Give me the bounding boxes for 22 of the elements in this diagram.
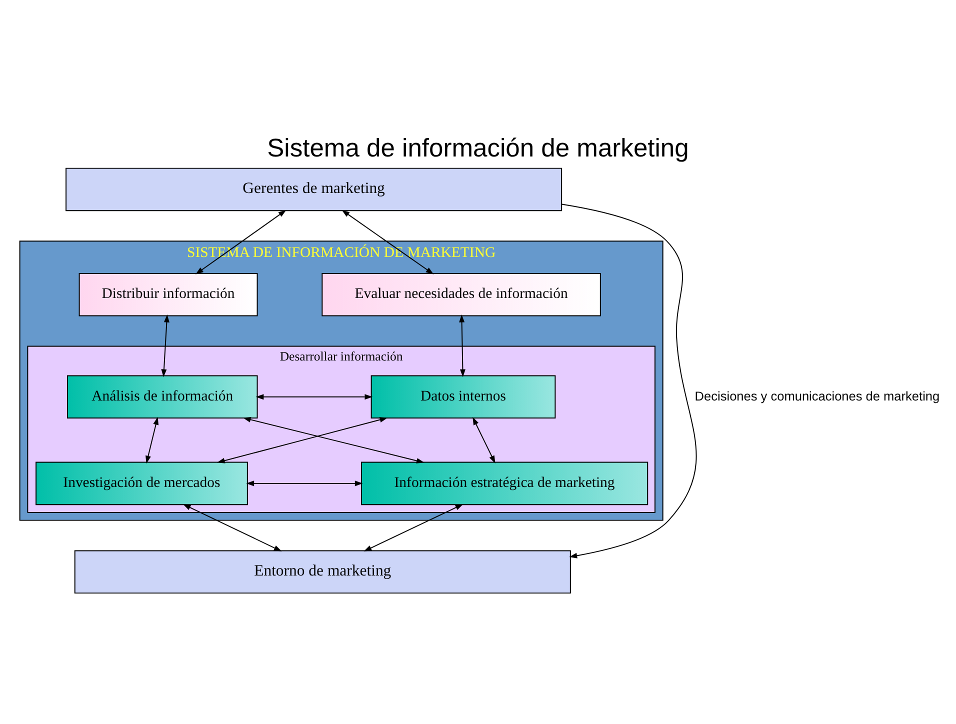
node-box: Análisis de información — [67, 374, 258, 418]
arrow — [364, 504, 464, 551]
arrow — [242, 416, 424, 463]
node-box: Información estratégica de marketing — [361, 461, 648, 505]
arrow — [216, 416, 388, 463]
arrow — [246, 480, 363, 486]
edge-label: Decisiones y comunicaciones de marketing — [694, 388, 940, 403]
arrow — [459, 314, 466, 377]
node-box: Distribuir información — [78, 272, 258, 316]
arrow — [161, 314, 170, 377]
diagram-title: Sistema de información de marketing — [267, 134, 689, 162]
arrow — [342, 209, 434, 274]
node-box: Gerentes de marketing — [66, 167, 562, 211]
arrow — [472, 416, 496, 463]
arrow — [256, 394, 373, 400]
node-box: Datos internos — [370, 374, 556, 418]
arrow — [146, 416, 159, 464]
node-box: Entorno de marketing — [74, 550, 571, 594]
arrow — [561, 203, 697, 558]
arrow — [182, 504, 282, 551]
node-box: Investigación de mercados — [36, 461, 248, 505]
node-box: Evaluar necesidades de información — [322, 272, 601, 316]
